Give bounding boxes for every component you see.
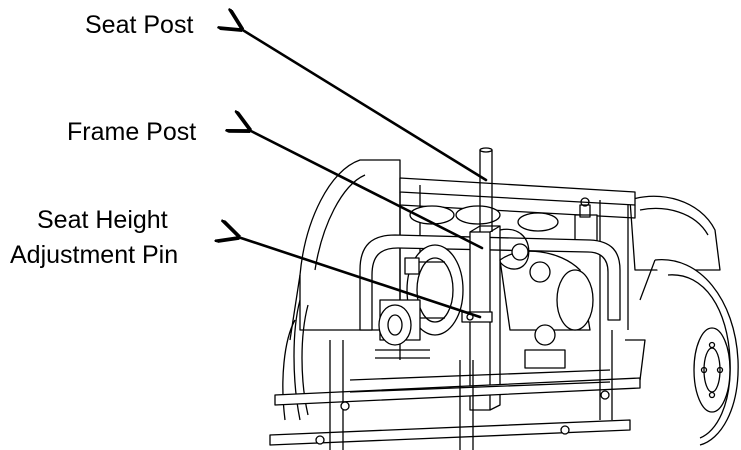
motor-assembly xyxy=(375,228,594,369)
left-fender xyxy=(282,159,401,421)
frame-top-bar xyxy=(399,177,636,360)
u-handle-frame xyxy=(359,234,621,331)
seat-post xyxy=(479,147,493,232)
seat-height-pin-label-line1: Seat Height xyxy=(37,206,168,234)
frame-post-label: Frame Post xyxy=(67,118,197,146)
frame-post-arrow xyxy=(249,130,484,250)
right-fender xyxy=(629,195,721,271)
seat-height-pin-label-line2: Adjustment Pin xyxy=(10,241,179,269)
seat-post-arrow xyxy=(241,29,488,182)
right-wheel xyxy=(639,259,739,446)
seat-post-label: Seat Post xyxy=(85,11,194,39)
seat-height-pin-arrow xyxy=(238,237,482,319)
base-frame xyxy=(269,330,646,450)
